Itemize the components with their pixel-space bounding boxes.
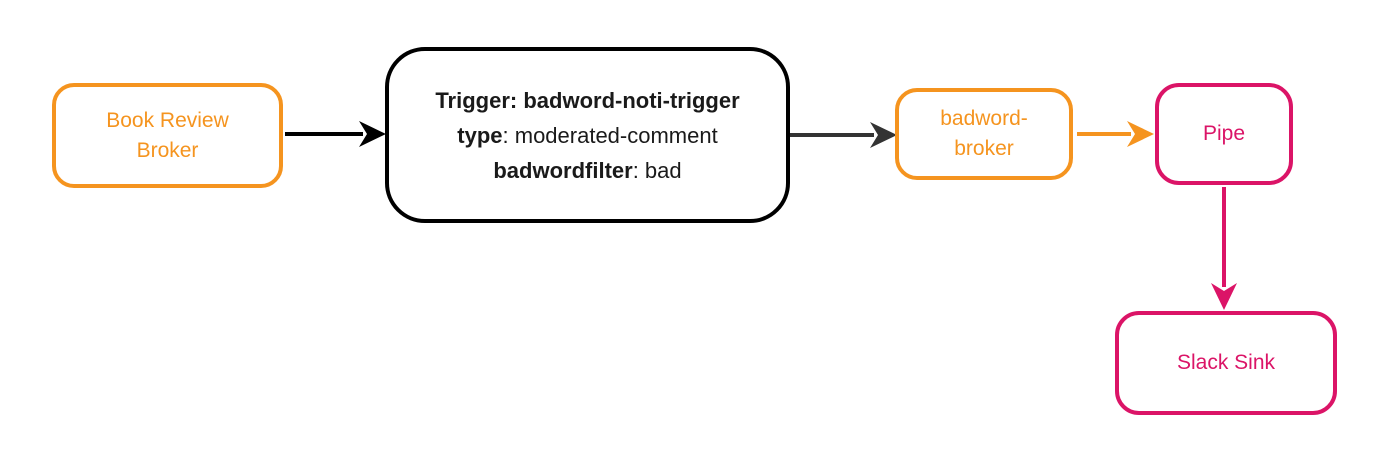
trigger-line-name: Trigger: badword-noti-trigger bbox=[435, 87, 740, 113]
node-book-review-broker: Book Review Broker bbox=[52, 83, 283, 188]
node-label: Slack Sink bbox=[1176, 351, 1276, 374]
node-pipe: Pipe bbox=[1155, 83, 1293, 185]
arrow-pipe-to-slack-sink bbox=[1211, 187, 1237, 310]
node-trigger-badword-noti: Trigger: badword-noti-trigger type: mode… bbox=[385, 47, 790, 223]
trigger-line-type: type: moderated-comment bbox=[457, 122, 718, 148]
node-label: Pipe bbox=[1202, 122, 1246, 145]
node-label: Broker bbox=[136, 138, 199, 162]
arrow-trigger-to-badword-broker bbox=[790, 122, 897, 148]
arrow-book-review-broker-to-trigger bbox=[285, 121, 386, 147]
node-slack-sink: Slack Sink bbox=[1115, 311, 1337, 415]
node-label: Book Review bbox=[106, 108, 229, 132]
arrow-badword-broker-to-pipe bbox=[1077, 121, 1154, 147]
node-label: broker bbox=[954, 137, 1014, 160]
node-badword-broker: badword- broker bbox=[895, 88, 1073, 180]
trigger-line-filter: badwordfilter: bad bbox=[493, 157, 682, 183]
node-label: badword- bbox=[940, 107, 1028, 130]
